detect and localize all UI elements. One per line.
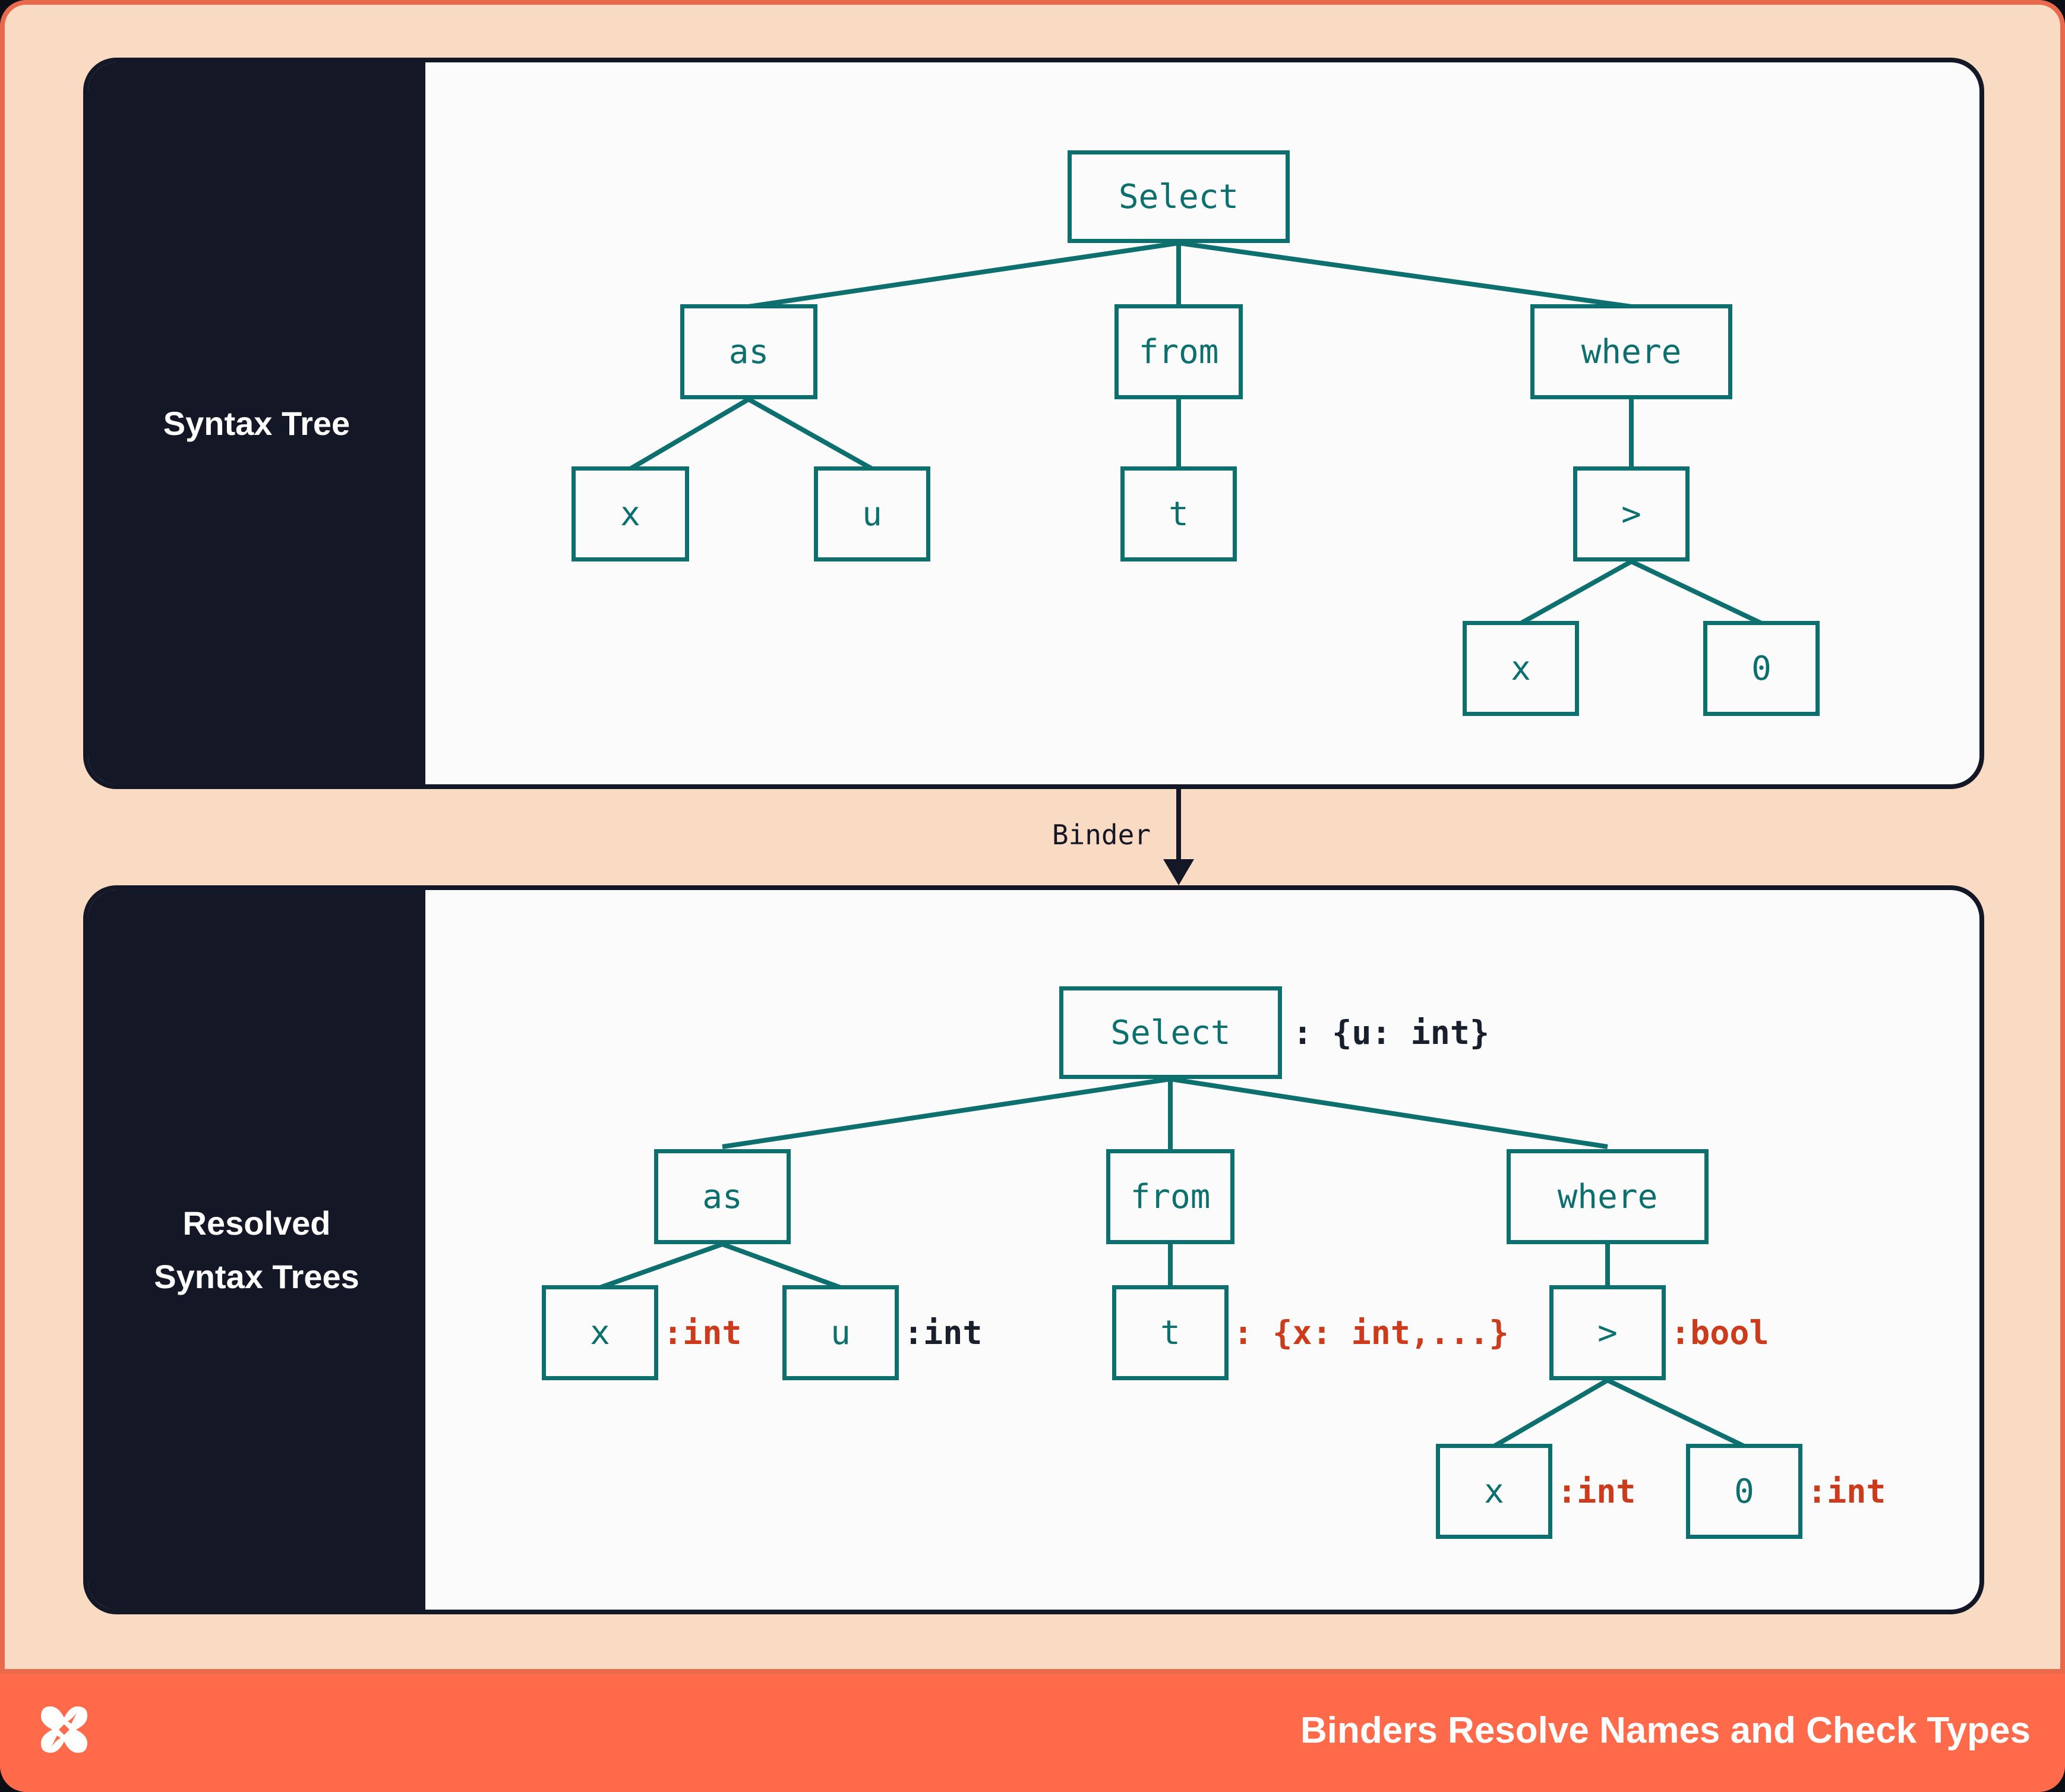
tree2-node-as: as bbox=[654, 1149, 791, 1244]
type-annotation-x: :int bbox=[663, 1314, 742, 1352]
tree2-node-x-leaf: x bbox=[1436, 1444, 1552, 1539]
tree1-node-x-leaf: x bbox=[1463, 621, 1579, 716]
tree2-node-t: t bbox=[1112, 1285, 1229, 1380]
tree1-node-where: where bbox=[1530, 304, 1732, 399]
type-annotation-zero: :int bbox=[1807, 1472, 1886, 1510]
type-annotation-x-leaf: :int bbox=[1557, 1472, 1636, 1510]
dbt-logo bbox=[40, 1706, 88, 1753]
node-label: t bbox=[1160, 1313, 1180, 1352]
panel-resolved-sidebar: Resolved Syntax Trees bbox=[88, 890, 425, 1610]
tree2-node-x: x bbox=[542, 1285, 658, 1380]
node-label: Select bbox=[1118, 177, 1239, 216]
panel-resolved-syntax-trees: Select : {u: int} as from where x :int u… bbox=[83, 885, 1984, 1614]
tree2-node-from: from bbox=[1106, 1149, 1234, 1244]
tree2-node-zero: 0 bbox=[1686, 1444, 1802, 1539]
sidebar-title: Syntax Tree bbox=[163, 404, 351, 442]
node-label: x bbox=[1511, 649, 1531, 688]
node-label: where bbox=[1557, 1177, 1658, 1216]
node-label: as bbox=[728, 332, 769, 371]
tree2-node-where: where bbox=[1507, 1149, 1709, 1244]
panel-syntax-tree-sidebar: Syntax Tree bbox=[88, 62, 425, 784]
node-label: Select bbox=[1110, 1013, 1231, 1052]
binder-arrow-line bbox=[1176, 789, 1181, 862]
sidebar-title-line1: Resolved bbox=[182, 1204, 331, 1242]
tree1-node-from: from bbox=[1114, 304, 1243, 399]
node-label: t bbox=[1169, 494, 1189, 534]
type-annotation-gt: :bool bbox=[1671, 1314, 1769, 1352]
node-label: from bbox=[1138, 332, 1219, 371]
node-label: as bbox=[702, 1177, 743, 1216]
tree1-node-u: u bbox=[814, 466, 930, 561]
sidebar-title-line2: Syntax Trees bbox=[154, 1257, 359, 1295]
node-label: u bbox=[831, 1313, 851, 1352]
tree1-node-select: Select bbox=[1068, 150, 1290, 243]
tree2-edges bbox=[599, 1077, 1745, 1449]
slide-title: Binders Resolve Names and Check Types bbox=[1300, 1710, 2031, 1751]
node-label: x bbox=[620, 494, 640, 534]
tree1-node-t: t bbox=[1120, 466, 1237, 561]
footer-bar: Binders Resolve Names and Check Types bbox=[0, 1669, 2065, 1792]
node-label: where bbox=[1581, 332, 1682, 371]
node-label: x bbox=[1484, 1472, 1504, 1511]
type-annotation-select: : {u: int} bbox=[1293, 1014, 1490, 1052]
tree1-node-zero: 0 bbox=[1703, 621, 1820, 716]
node-label: from bbox=[1130, 1177, 1211, 1216]
node-label: x bbox=[590, 1313, 610, 1352]
tree2-node-select: Select bbox=[1059, 986, 1282, 1079]
binder-label: Binder bbox=[1052, 819, 1151, 851]
type-annotation-u: :int bbox=[904, 1314, 983, 1352]
node-label: 0 bbox=[1751, 649, 1772, 688]
tree2-node-gt: > bbox=[1549, 1285, 1666, 1380]
tree1-edges bbox=[629, 241, 1763, 626]
type-annotation-t: : {x: int,...} bbox=[1233, 1314, 1509, 1352]
tree1-node-gt: > bbox=[1573, 466, 1690, 561]
tree1-node-x: x bbox=[571, 466, 689, 561]
binder-arrow-head-icon bbox=[1163, 859, 1194, 885]
node-label: > bbox=[1621, 494, 1641, 534]
node-label: 0 bbox=[1734, 1472, 1754, 1511]
tree2-node-u: u bbox=[782, 1285, 899, 1380]
panel-syntax-tree: Select as from where x u t > x 0 Syntax … bbox=[83, 58, 1984, 789]
tree1-node-as: as bbox=[680, 304, 817, 399]
node-label: > bbox=[1597, 1313, 1618, 1352]
node-label: u bbox=[862, 494, 882, 534]
